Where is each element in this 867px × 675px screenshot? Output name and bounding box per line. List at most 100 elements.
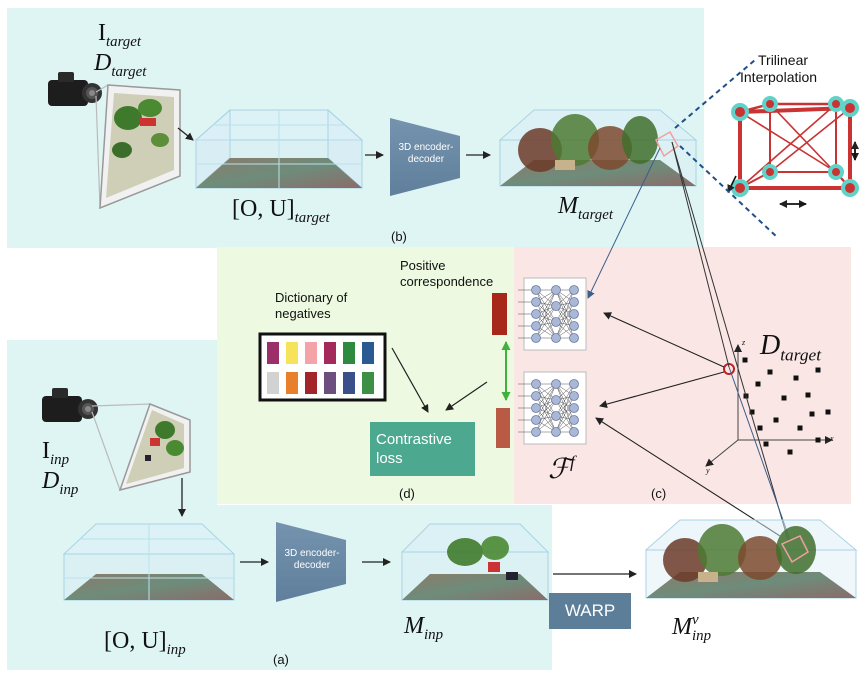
m-inp-volume: [400, 523, 550, 601]
mlp-neuron: [531, 333, 541, 343]
link-m-target-to-mlp: [587, 147, 661, 299]
contrastive-loss-line2: loss: [376, 450, 403, 467]
mlp-neuron: [569, 391, 579, 401]
label-feature-network: ℱf: [548, 452, 575, 485]
axis-label-y: y: [706, 466, 710, 475]
mlp-neuron: [531, 427, 541, 437]
label-ou-inp: [O, U]inp: [104, 628, 186, 658]
mlp-neuron: [551, 427, 561, 437]
negative-swatch: [286, 342, 298, 364]
mlp-neuron: [551, 411, 561, 421]
negative-swatch: [324, 372, 336, 394]
contrastive-loss-line1: Contrastive: [376, 431, 452, 448]
mlp-neuron: [551, 301, 561, 311]
camera-icon-input: [42, 388, 98, 422]
point-cloud-point: [773, 417, 779, 423]
negative-swatch: [267, 342, 279, 364]
link-point-to-m-target: [671, 141, 730, 368]
mlp-neuron: [569, 333, 579, 343]
query-point-marker: [723, 363, 735, 375]
mlp-neuron: [551, 317, 561, 327]
warp-label: WARP: [564, 601, 616, 620]
axis-label-z: z: [742, 338, 746, 347]
label-ou-target: [O, U]target: [232, 196, 330, 226]
point-cloud-point: [763, 441, 769, 447]
m-inp-v-volume: [644, 519, 858, 599]
point-cloud-point: [757, 425, 763, 431]
arrow-negatives-to-loss: [391, 347, 429, 413]
point-cloud-point: [755, 381, 761, 387]
mlp-neuron: [551, 285, 561, 295]
ou-input-box: [62, 523, 236, 601]
camera-ray: [95, 84, 109, 93]
point-cloud-point: [815, 437, 821, 443]
negative-swatch: [286, 372, 298, 394]
mlp-network-top: [518, 277, 587, 351]
mlp-network-bottom: [518, 371, 587, 445]
label-point-cloud-d-target: Dtarget: [760, 330, 822, 365]
mlp-neuron: [531, 391, 541, 401]
label-d-target: Dtarget: [94, 50, 147, 80]
mlp-neuron: [531, 309, 541, 319]
panel-label-b: (b): [391, 229, 407, 244]
label-m-target: Mtarget: [558, 193, 613, 223]
negative-swatch: [305, 372, 317, 394]
m-target-volume: [498, 109, 698, 187]
mlp-neuron: [551, 333, 561, 343]
mlp-neuron: [531, 379, 541, 389]
link-m-target-to-m-inp-v: [671, 141, 789, 541]
negatives-title-line1: Dictionary of: [275, 290, 348, 305]
mlp-neuron: [569, 309, 579, 319]
mlp-neuron: [569, 297, 579, 307]
axis-label-x: x: [830, 434, 834, 443]
dictionary-of-negatives: [258, 332, 387, 402]
mlp-neuron: [569, 403, 579, 413]
point-cloud-point: [809, 411, 815, 417]
arrow-point-to-mlp-bottom: [599, 371, 725, 409]
trilinear-subtitle: Interpolation: [740, 69, 818, 85]
mlp-neuron: [569, 285, 579, 295]
encoder-label-target: 3D encoder-decoder: [398, 142, 454, 165]
label-i-inp: Iinp: [42, 438, 70, 468]
feature-vector-input: [496, 408, 510, 448]
ou-target-box: [194, 108, 364, 190]
negatives-title-line2: negatives: [275, 306, 331, 321]
encoder-decoder-input: [276, 522, 346, 602]
negative-swatch: [362, 342, 374, 364]
trilinear-title: Trilinear: [758, 52, 809, 68]
contrastive-loss-box: Contrastive loss: [370, 422, 475, 476]
negative-swatch: [267, 372, 279, 394]
mlp-neuron: [551, 395, 561, 405]
mlp-neuron: [531, 415, 541, 425]
mlp-neuron: [531, 321, 541, 331]
mlp-neuron: [531, 403, 541, 413]
mlp-neuron: [531, 285, 541, 295]
positive-correspondence-line2: correspondence: [400, 274, 494, 289]
label-m-inp: Minp: [404, 613, 444, 643]
point-cloud-point: [815, 367, 821, 373]
point-cloud-point: [825, 409, 831, 415]
point-cloud-point: [797, 425, 803, 431]
panel-label-c: (c): [651, 486, 667, 501]
encoder-decoder-target: [390, 118, 460, 196]
arrow-point-to-mlp-top: [603, 312, 725, 368]
warp-box: WARP: [549, 593, 631, 629]
mlp-neuron: [551, 379, 561, 389]
point-cloud-point: [793, 375, 799, 381]
mlp-neuron: [569, 379, 579, 389]
encoder-label-input: 3D encoder-decoder: [284, 548, 340, 571]
target-image-plane: [99, 84, 181, 210]
feature-vector-target: [492, 293, 507, 335]
negative-swatch: [324, 342, 336, 364]
mlp-neuron: [569, 427, 579, 437]
point-cloud-point: [787, 449, 793, 455]
input-image-plane: [118, 403, 191, 492]
trilinear-cube: [727, 96, 859, 208]
arrow-image-to-grid-target: [177, 127, 194, 141]
point-cloud-point: [767, 369, 773, 375]
panel-label-d: (d): [399, 486, 415, 501]
mlp-neuron: [531, 297, 541, 307]
camera-ray: [91, 403, 151, 407]
